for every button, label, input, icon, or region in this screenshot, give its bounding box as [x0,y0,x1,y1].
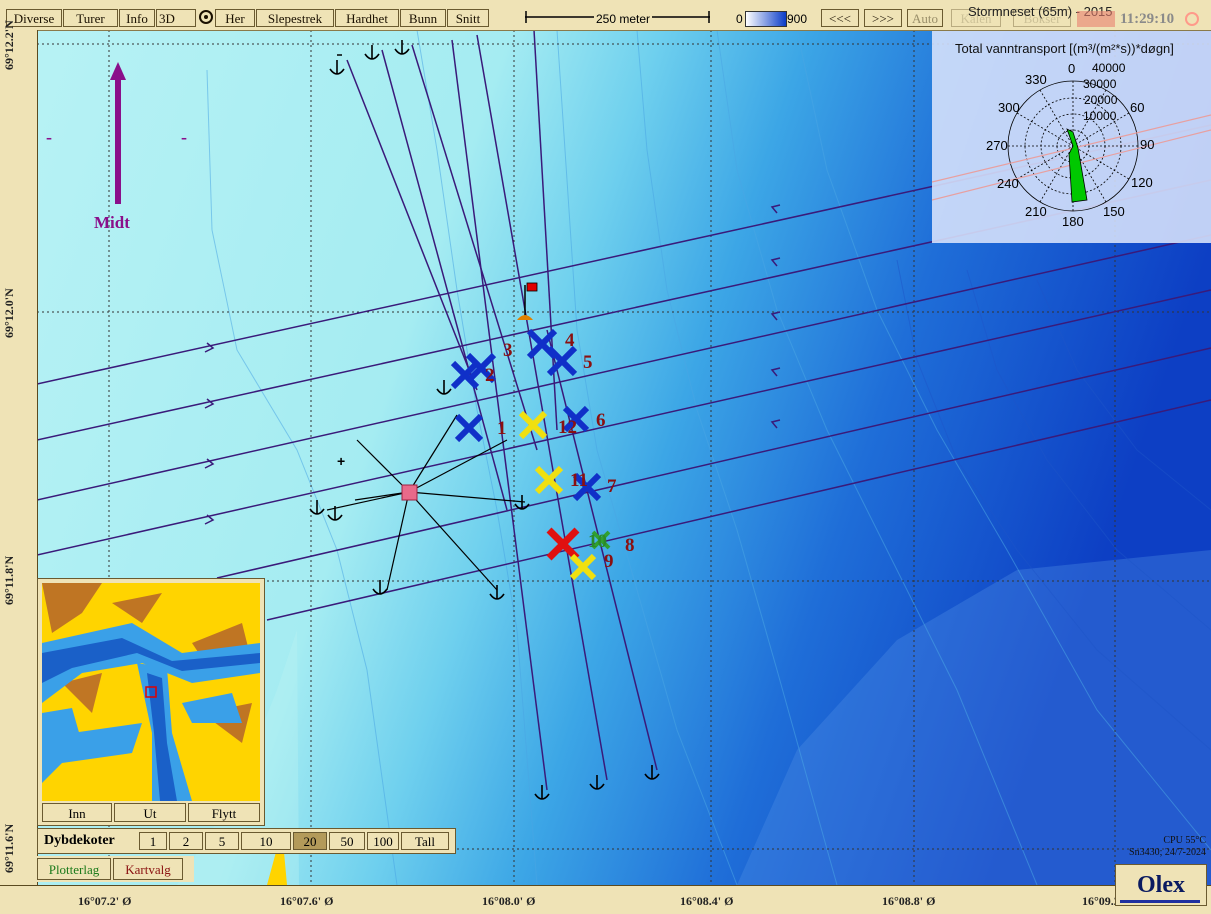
depth-color-scale [745,11,787,27]
menu-hardhet[interactable]: Hardhet [335,9,399,27]
depth-option-1[interactable]: 1 [139,832,167,850]
sun-icon [1185,12,1199,26]
polar-angle-0: 0 [1068,61,1076,76]
kartvalg-button[interactable]: Kartvalg [113,858,183,880]
lon-label: 16°08.8' Ø [882,894,936,908]
depth-option-tall[interactable]: Tall [401,832,449,850]
polar-angle-210: 210 [1025,204,1047,219]
cpu-temp: CPU 55°C [1163,835,1206,846]
clock: 11:29:10 [1120,11,1175,27]
depth-option-2[interactable]: 2 [169,832,203,850]
target-icon[interactable] [199,10,213,24]
menu-snitt[interactable]: Snitt [447,9,489,27]
polar-angle-60: 60 [1130,100,1145,115]
marker-label-9: 9 [604,551,614,572]
marker-label-6: 6 [596,410,606,431]
depth-scale-min: 0 [736,12,743,26]
depth-scale-max: 900 [787,12,808,26]
polar-angle-300: 300 [998,100,1020,115]
olex-logo-underline [1120,900,1200,903]
midt-label: Midt [94,213,130,232]
zoom-in-button[interactable]: Inn [42,803,112,822]
marker-label-1: 1 [497,418,507,439]
depth-option-10[interactable]: 10 [241,832,291,850]
polar-angle-90: 90 [1140,137,1155,152]
lon-label: 16°08.0' Ø [482,894,536,908]
polar-ring-label-10000: 10000 [1083,109,1117,123]
menu-bunn[interactable]: Bunn [400,9,446,27]
system-status: CPU 55°C Sn3430; 24/7-2024 [1118,835,1206,859]
layer-buttons: Plotterlag Kartvalg [37,856,194,882]
longitude-axis: 16°07.2' Ø 16°07.6' Ø 16°08.0' Ø 16°08.4… [0,885,1211,914]
marker-label-3: 3 [503,340,513,361]
depth-option-50[interactable]: 50 [329,832,365,850]
kalen-button[interactable]: Kalen [951,9,1001,27]
depth-option-100[interactable]: 100 [367,832,399,850]
midt-left-mark: - [46,127,52,147]
midt-arrow-icon [110,62,126,204]
overview-map[interactable] [42,583,260,801]
scale-label: 250 meter [594,12,653,26]
anchor-icons [309,40,660,800]
alarm-indicator [1077,11,1115,27]
polar-diagram-panel [932,30,1211,243]
lat-label: 69°12.0'N [2,288,16,338]
serial-date: Sn3430; 24/7-2024 [1129,847,1206,858]
overview-inset: Inn Ut Flytt [37,578,265,826]
zoom-out-button[interactable]: Ut [114,803,186,822]
svg-text:+: + [337,453,345,469]
marker-label-11: 11 [570,470,588,491]
lon-label: 16°08.4' Ø [680,894,734,908]
menu-info[interactable]: Info [119,9,155,27]
midt-right-mark: - [181,127,187,147]
polar-angle-270: 270 [986,138,1008,153]
polar-ring-label-30000: 30000 [1083,77,1117,91]
nav-next-button[interactable]: >>> [864,9,902,27]
polar-ring-label-20000: 20000 [1084,93,1118,107]
depth-option-5[interactable]: 5 [205,832,239,850]
depth-option-20[interactable]: 20 [293,832,327,850]
lon-label: 16°07.6' Ø [280,894,334,908]
marker-label-7: 7 [607,476,617,497]
move-button[interactable]: Flytt [188,803,260,822]
marker-label-12: 12 [558,417,577,438]
plotterlag-button[interactable]: Plotterlag [37,858,111,880]
polar-angle-150: 150 [1103,204,1125,219]
lat-label: 69°11.6'N [2,823,16,873]
menu-turer[interactable]: Turer [63,9,118,27]
depth-contour-selector: Dybdekoter 1 2 5 10 20 50 100 Tall [37,828,456,854]
polar-angle-120: 120 [1131,175,1153,190]
menu-her[interactable]: Her [215,9,255,27]
polar-ring-label-40000: 40000 [1092,61,1126,75]
menu-3d[interactable]: 3D [156,9,196,27]
polar-title: Total vanntransport [(m³/(m²*s))*døgn] [955,41,1174,56]
polar-angle-240: 240 [997,176,1019,191]
olex-logo: Olex [1115,864,1207,906]
menu-slepestrek[interactable]: Slepestrek [256,9,334,27]
marker-label-2: 2 [485,365,495,386]
lon-label: 16°07.2' Ø [78,894,132,908]
lat-label: 69°12.2'N [2,20,16,70]
polar-angle-180: 180 [1062,214,1084,229]
depth-contour-label: Dybdekoter [44,833,115,848]
lat-label: 69°11.8'N [2,555,16,605]
marker-label-4: 4 [565,330,575,351]
menu-diverse[interactable]: Diverse [6,9,62,27]
marker-label-8: 8 [625,535,635,556]
auto-button[interactable]: Auto [907,9,943,27]
bokser-button[interactable]: Bokser [1013,9,1071,27]
flag-icon [517,282,538,320]
station-name: Stormneset (65m) - 2015 [968,4,1113,19]
polar-angle-330: 330 [1025,72,1047,87]
latitude-axis: 69°12.2'N 69°12.0'N 69°11.8'N 69°11.6'N [0,20,38,885]
marker-label-10: 10 [588,531,607,552]
nav-prev-button[interactable]: <<< [821,9,859,27]
marker-label-5: 5 [583,352,593,373]
